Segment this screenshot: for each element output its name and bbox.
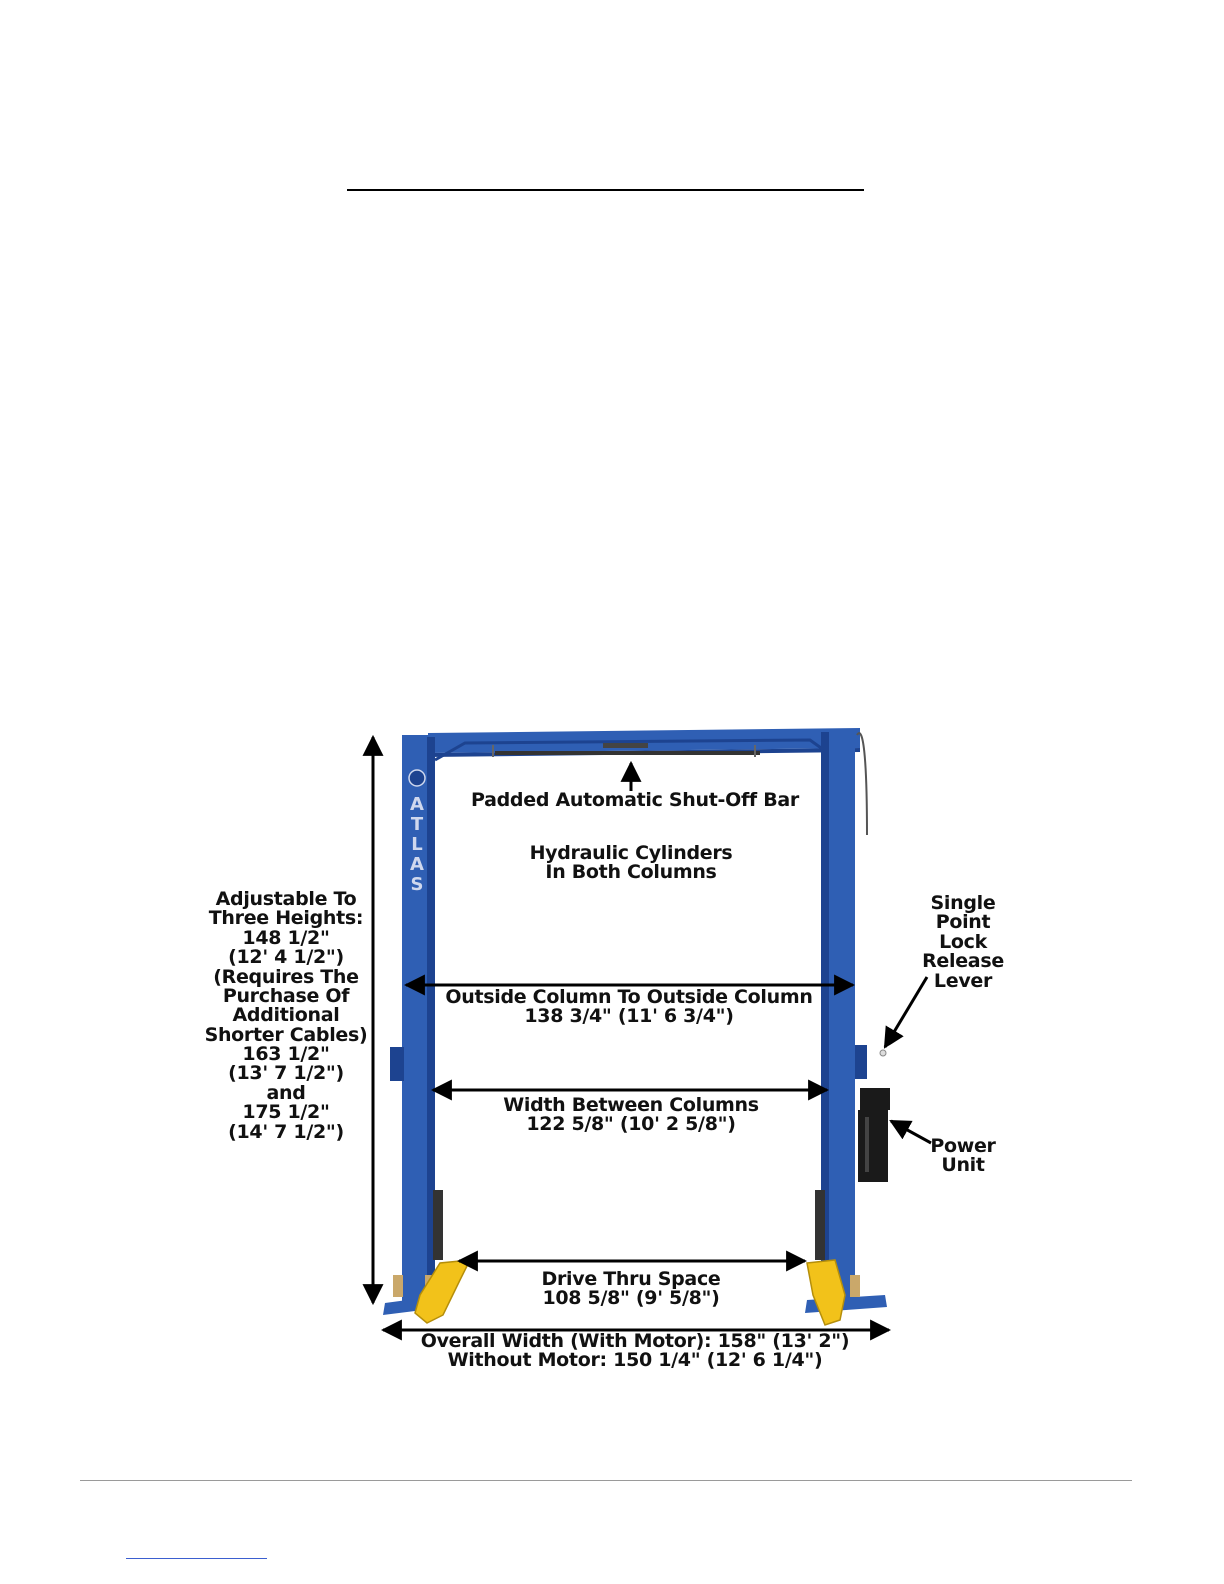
shut-off-bar-label: Padded Automatic Shut-Off Bar [471, 789, 799, 811]
lift-arms [414, 1259, 846, 1326]
lock-lever-pointer [883, 976, 929, 1049]
left-column [383, 735, 447, 1315]
power-unit-label: Power Unit [930, 1135, 996, 1177]
power-unit-pointer [889, 1119, 932, 1145]
lift-illustration [362, 728, 932, 1341]
footer-link-underline[interactable] [126, 1558, 267, 1559]
power-unit [858, 1049, 890, 1182]
two-post-lift-figure: A T L A S Padded Automatic Shut-Off Bar … [195, 715, 1015, 1395]
adjustable-heights-label: Adjustable To Three Heights: 148 1/2" (1… [204, 888, 368, 1143]
drive-thru-label: Drive Thru Space 108 5/8" (9' 5/8") [541, 1268, 721, 1310]
between-columns-label: Width Between Columns 122 5/8" (10' 2 5/… [503, 1094, 759, 1136]
footer-divider [80, 1480, 1132, 1481]
lock-release-lever-label: Single Point Lock Release Lever [922, 892, 1004, 992]
outside-column-label: Outside Column To Outside Column 138 3/4… [445, 986, 813, 1028]
shut-off-bar [492, 743, 760, 757]
title-underline [347, 189, 864, 191]
atlas-brand-letters: A T L A S [410, 794, 424, 895]
hydraulic-cylinders-label: Hydraulic Cylinders In Both Columns [529, 842, 733, 884]
overall-width-label: Overall Width (With Motor): 158" (13' 2"… [420, 1330, 850, 1372]
